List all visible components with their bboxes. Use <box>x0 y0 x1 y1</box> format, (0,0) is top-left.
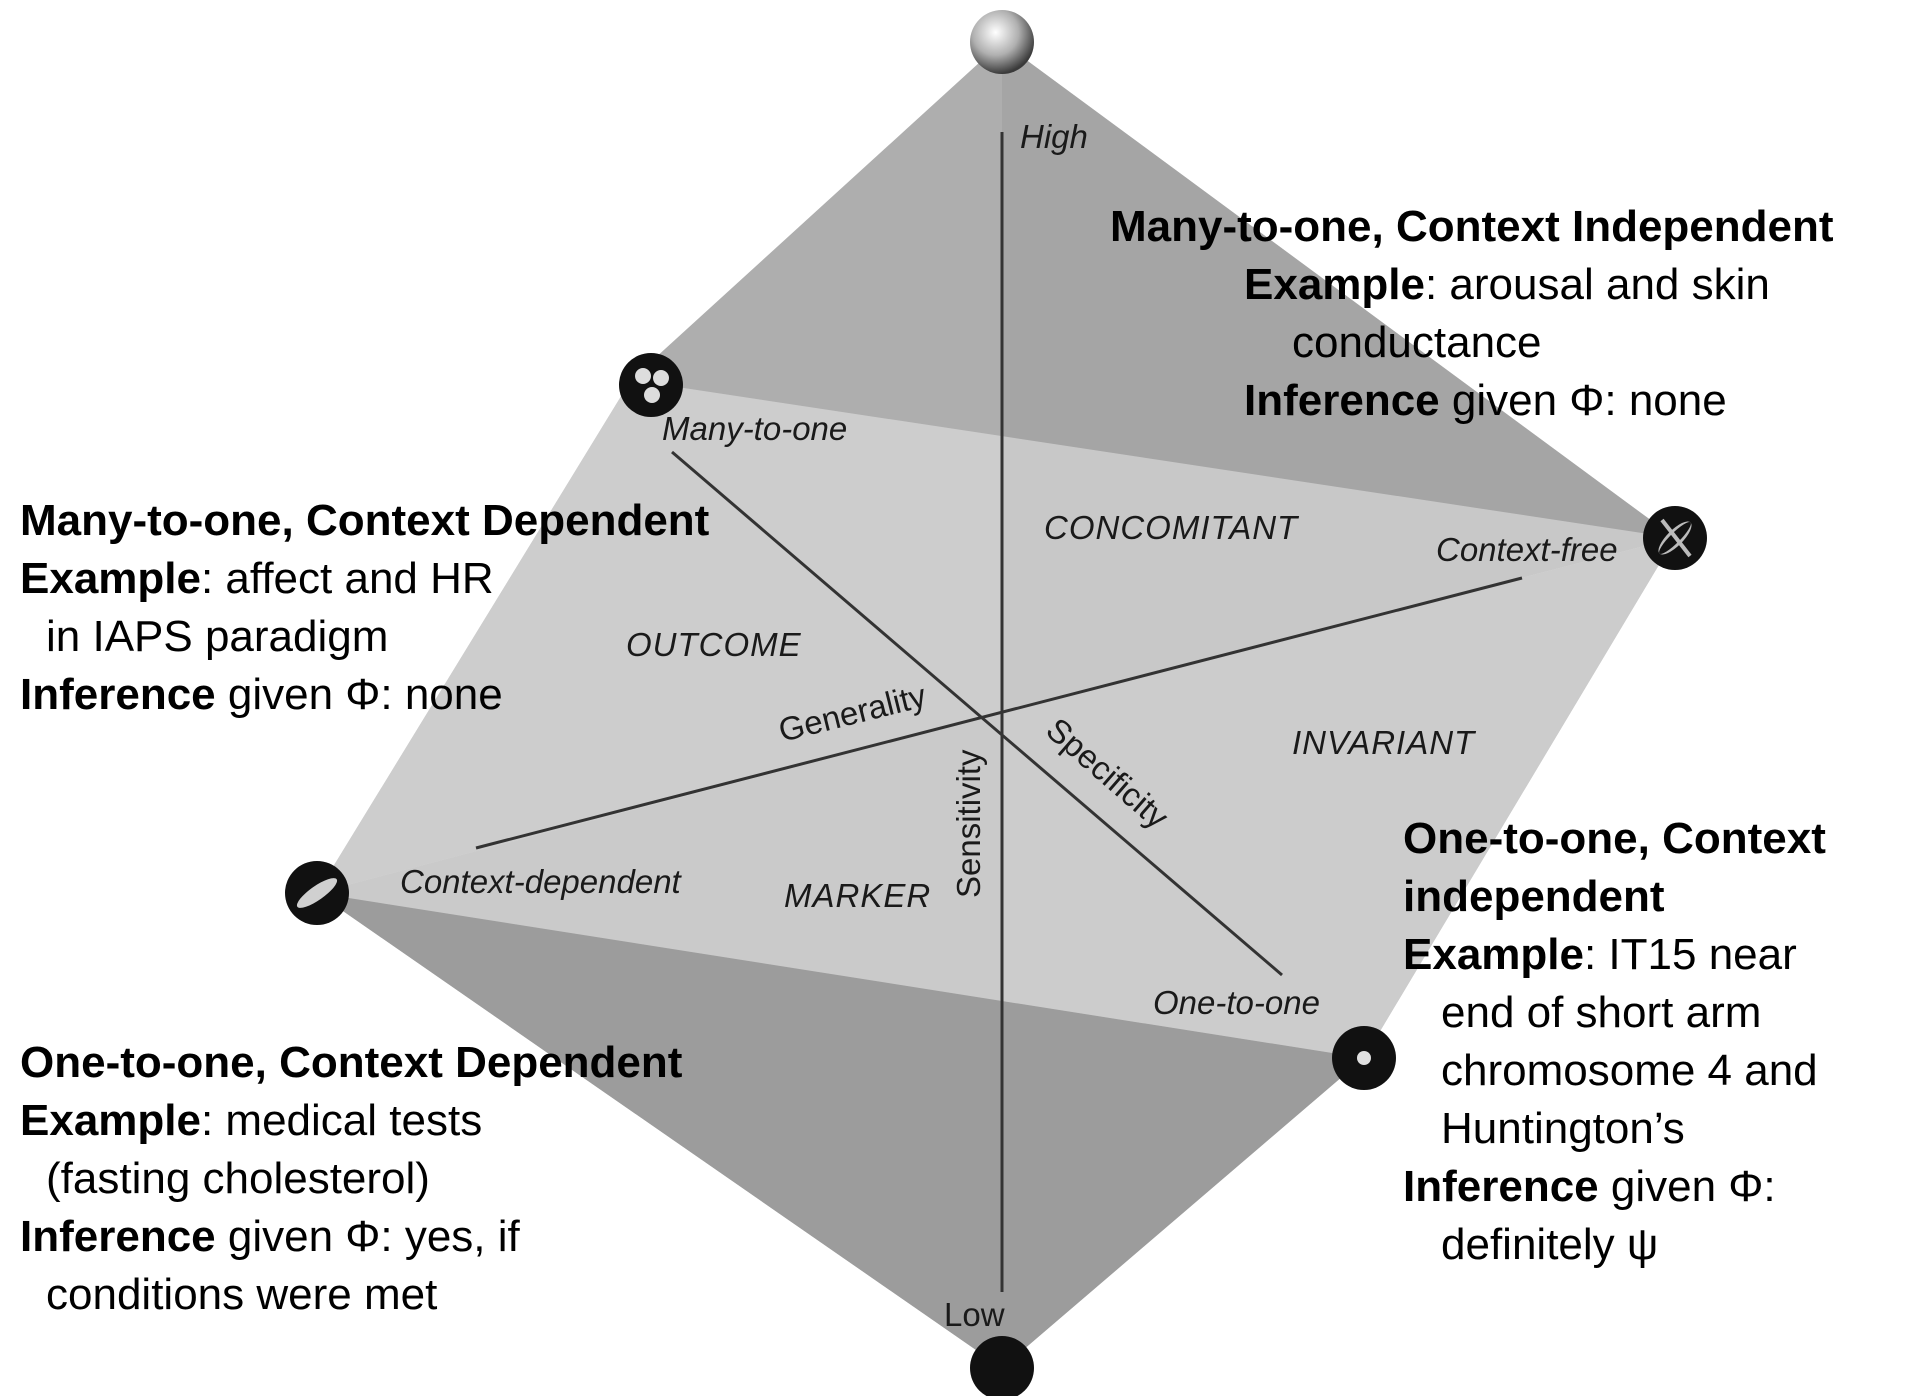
marker-region-label: MARKER <box>784 877 931 914</box>
box-title: Many-to-one, Context Independent <box>1110 202 1834 251</box>
face-lower-front <box>317 893 1364 1368</box>
concomitant-region-label: CONCOMITANT <box>1044 509 1300 546</box>
sensitivity-label: Sensitivity <box>950 749 987 898</box>
inference-text: given Φ: yes, if <box>215 1212 520 1261</box>
many-to-one-sphere-icon <box>619 353 683 417</box>
box-many-to-one-context-independent: Many-to-one, Context Independent Example… <box>1110 198 1834 430</box>
inference-label: Inference <box>20 670 216 719</box>
one-to-one-sphere-icon <box>1332 1026 1396 1090</box>
inference-text: given Φ: none <box>215 670 503 719</box>
box-title: One-to-one, Context <box>1403 814 1826 863</box>
box-one-to-one-context-independent: One-to-one, Context independent Example:… <box>1403 810 1826 1274</box>
box-title-cont: independent <box>1403 872 1665 921</box>
example-text-cont: (fasting cholesterol) <box>46 1154 430 1203</box>
example-label: Example <box>1244 260 1425 309</box>
specificity-axis <box>671 450 1283 977</box>
inference-text-cont: conditions were met <box>46 1270 438 1319</box>
example-text: : medical tests <box>200 1096 483 1145</box>
invariant-region-label: INVARIANT <box>1292 724 1477 761</box>
many-to-one-label: Many-to-one <box>662 410 847 447</box>
box-title: Many-to-one, Context Dependent <box>20 496 710 545</box>
generality-axis <box>475 576 1523 850</box>
context-free-sphere-icon <box>1643 506 1707 570</box>
inference-text-cont: definitely ψ <box>1441 1220 1659 1269</box>
box-one-to-one-context-dependent: One-to-one, Context Dependent Example: m… <box>20 1034 682 1324</box>
example-label: Example <box>20 1096 201 1145</box>
low-label: Low <box>944 1296 1005 1333</box>
example-text: : IT15 near <box>1583 930 1797 979</box>
box-many-to-one-context-dependent: Many-to-one, Context Dependent Example: … <box>20 492 709 724</box>
example-text-cont-2: chromosome 4 and <box>1441 1046 1818 1095</box>
inference-label: Inference <box>1403 1162 1599 1211</box>
example-label: Example <box>1403 930 1584 979</box>
inference-label: Inference <box>1244 376 1440 425</box>
inference-text: given Φ: <box>1598 1162 1776 1211</box>
bottom-sphere-icon <box>970 1336 1034 1396</box>
context-dependent-sphere-icon <box>285 861 349 925</box>
outcome-region-label: OUTCOME <box>626 626 802 663</box>
inference-text: given Φ: none <box>1439 376 1727 425</box>
example-text-cont-1: end of short arm <box>1441 988 1762 1037</box>
context-free-label: Context-free <box>1436 531 1618 568</box>
example-text-cont-3: Huntington’s <box>1441 1104 1685 1153</box>
inference-label: Inference <box>20 1212 216 1261</box>
example-label: Example <box>20 554 201 603</box>
top-sphere-icon <box>970 10 1034 74</box>
example-text: : arousal and skin <box>1424 260 1770 309</box>
box-title: One-to-one, Context Dependent <box>20 1038 683 1087</box>
high-label: High <box>1020 118 1088 155</box>
center-plane <box>317 380 1675 1058</box>
example-text-cont: conductance <box>1292 318 1542 367</box>
example-text-cont: in IAPS paradigm <box>46 612 389 661</box>
example-text: : affect and HR <box>200 554 494 603</box>
context-dependent-label: Context-dependent <box>400 863 683 900</box>
face-upper-back <box>631 42 1675 538</box>
one-to-one-label: One-to-one <box>1153 984 1320 1021</box>
